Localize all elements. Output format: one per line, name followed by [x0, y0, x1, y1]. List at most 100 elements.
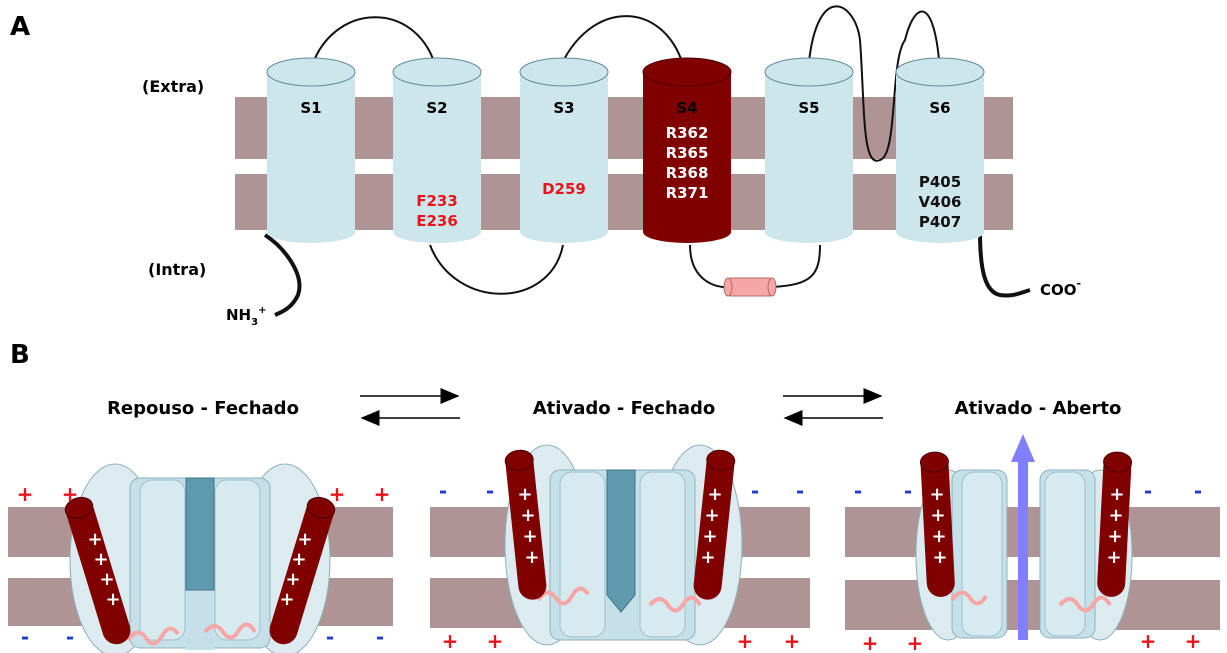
- svg-text:-: -: [796, 479, 804, 503]
- svg-text:+: +: [329, 482, 346, 506]
- svg-text:+: +: [442, 629, 459, 653]
- n-terminus-label: NH3+: [226, 305, 266, 328]
- extra-label: (Extra): [142, 77, 204, 96]
- svg-text:+: +: [862, 631, 879, 653]
- segment-s4: S4 R362 R365 R368 R371: [642, 57, 732, 243]
- svg-text:+: +: [932, 547, 947, 568]
- n-terminus-tail: [263, 233, 302, 317]
- segment-label: S5: [798, 99, 819, 117]
- svg-text:+: +: [285, 569, 300, 590]
- svg-text:-: -: [326, 625, 334, 649]
- state-label-activated-open: Ativado - Aberto: [955, 398, 1122, 419]
- svg-text:+: +: [87, 529, 102, 550]
- residue-label: D259: [542, 180, 586, 198]
- svg-text:+: +: [524, 547, 539, 568]
- svg-text:+: +: [520, 505, 535, 526]
- intra-label: (Intra): [148, 260, 206, 279]
- panel-a-label: A: [10, 12, 30, 42]
- membrane-charges-activated-open: - - - - + + + +: [854, 479, 1202, 653]
- loop-s3-s4: [557, 15, 686, 73]
- svg-text:+: +: [931, 526, 946, 547]
- svg-text:-: -: [21, 625, 29, 649]
- residue-label: R365: [666, 144, 709, 162]
- svg-text:+: +: [1107, 526, 1122, 547]
- svg-text:+: +: [1185, 629, 1202, 653]
- membrane-charges-rest: + + + + - - - -: [17, 482, 391, 649]
- membrane-lower-leaflet: [235, 174, 1013, 230]
- segment-s6: S6 P405 V406 P407: [895, 57, 985, 243]
- s4-charges-activated-open-right: + + + +: [1106, 484, 1124, 568]
- svg-text:+: +: [297, 529, 312, 550]
- segment-label: S1: [300, 99, 321, 117]
- channel-activated-closed: [430, 444, 810, 646]
- equilibrium-arrows-1: [360, 388, 460, 426]
- svg-text:+: +: [279, 589, 294, 610]
- pore-loop-s5-s6: [807, 5, 941, 162]
- svg-text:-: -: [66, 625, 74, 649]
- segment-s1: S1: [266, 57, 356, 243]
- svg-text:+: +: [704, 505, 719, 526]
- svg-text:+: +: [737, 629, 754, 653]
- segment-s2: S2 F233 E236: [392, 57, 482, 243]
- segment-label: S2: [426, 99, 447, 117]
- residue-label: R362: [666, 124, 709, 142]
- loop-s1-s2: [309, 16, 438, 73]
- svg-text:+: +: [522, 526, 537, 547]
- svg-text:+: +: [374, 482, 391, 506]
- svg-text:+: +: [1109, 484, 1124, 505]
- svg-text:-: -: [376, 625, 384, 649]
- svg-text:+: +: [1108, 505, 1123, 526]
- s4-charges-rest-left: + + + +: [87, 529, 120, 610]
- segment-label: S3: [553, 99, 574, 117]
- residue-label: V406: [919, 193, 962, 211]
- residue-label: F233: [416, 192, 458, 210]
- membrane-charges-activated-closed: - - - - + + + +: [439, 479, 804, 653]
- svg-text:+: +: [105, 589, 120, 610]
- svg-text:-: -: [904, 479, 912, 503]
- svg-text:+: +: [707, 484, 722, 505]
- svg-text:-: -: [439, 479, 447, 503]
- svg-text:+: +: [702, 526, 717, 547]
- ion-flow-arrow: [1011, 434, 1035, 640]
- residue-label: R371: [666, 184, 709, 202]
- s4-charges-activated-closed-left: + + + +: [517, 484, 539, 568]
- svg-text:-: -: [1194, 479, 1202, 503]
- segment-label: S4: [676, 99, 697, 117]
- s4-charges-rest-right: + + + +: [279, 529, 312, 610]
- svg-text:+: +: [700, 547, 715, 568]
- residue-label: E236: [416, 212, 458, 230]
- svg-text:+: +: [93, 549, 108, 570]
- panel-b-label: B: [10, 340, 30, 370]
- c-terminus-tail: [978, 231, 1031, 298]
- svg-text:+: +: [930, 505, 945, 526]
- membrane-upper-leaflet: [235, 97, 1013, 159]
- segment-label: S6: [929, 99, 950, 117]
- state-label-rest-closed: Repouso - Fechado: [107, 398, 299, 419]
- equilibrium-arrows-2: [783, 388, 883, 426]
- svg-text:-: -: [1144, 479, 1152, 503]
- segment-s3: S3 D259: [519, 57, 609, 243]
- svg-text:+: +: [487, 629, 504, 653]
- residue-label: R368: [666, 164, 709, 182]
- channel-rest-closed: [8, 463, 393, 653]
- c-terminus-label: COO-: [1040, 277, 1081, 299]
- loop-linker-s5: [771, 244, 821, 288]
- svg-text:+: +: [929, 484, 944, 505]
- state-label-activated-closed: Ativado - Fechado: [533, 398, 716, 419]
- membrane-a: [235, 97, 1013, 230]
- svg-text:-: -: [854, 479, 862, 503]
- svg-text:+: +: [17, 482, 34, 506]
- svg-text:+: +: [784, 629, 801, 653]
- svg-text:-: -: [486, 479, 494, 503]
- svg-text:-: -: [751, 479, 759, 503]
- loop-s4-linker: [689, 244, 729, 289]
- svg-text:+: +: [907, 631, 924, 653]
- s4-charges-activated-open-left: + + + +: [929, 484, 947, 568]
- s4-charges-activated-closed-right: + + + +: [700, 484, 722, 568]
- svg-text:+: +: [291, 549, 306, 570]
- segment-s5: S5: [764, 57, 854, 243]
- svg-text:+: +: [62, 482, 79, 506]
- channel-activated-open: [845, 434, 1220, 641]
- svg-text:+: +: [517, 484, 532, 505]
